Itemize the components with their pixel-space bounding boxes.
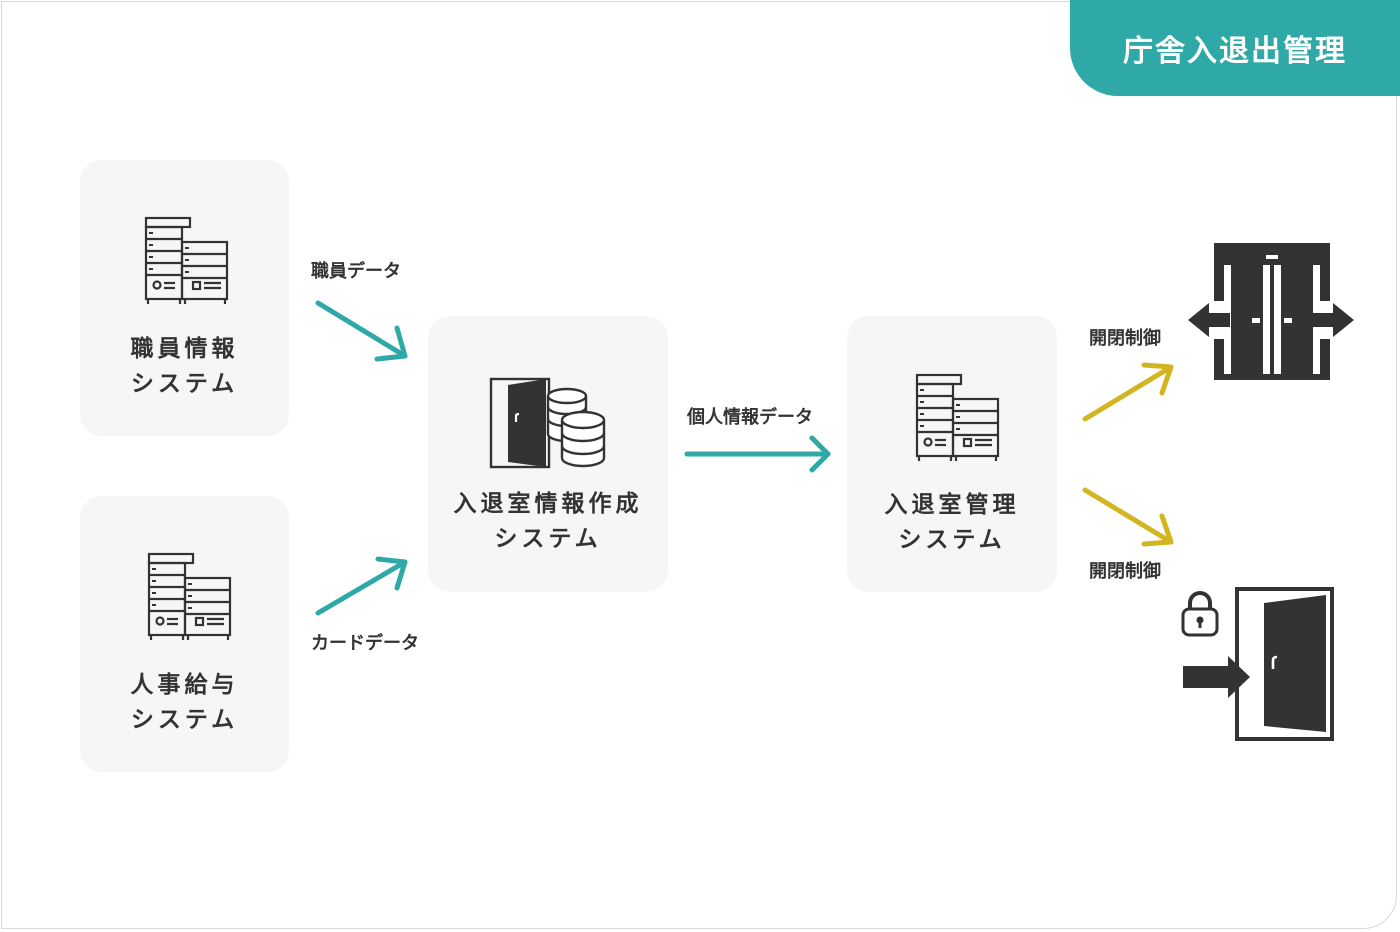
entry-door-icon [1183,587,1334,741]
node-label-line2: システム [898,527,1006,553]
node-access-info-creation-system: 入退室情報作成 システム [428,316,668,592]
flow-label-card-data: カードデータ [311,633,419,654]
entry-arrow-icon [1183,656,1250,698]
node-hr-payroll-system: 人事給与 システム [80,496,289,772]
server-icon [144,216,229,304]
node-label-line2: システム [494,526,602,552]
node-label: 入退室情報作成 システム [428,487,668,557]
flow-label-staff-data: 職員データ [311,261,401,282]
node-label-line1: 入退室情報作成 [453,491,643,517]
flow-label-control-upper: 開閉制御 [1089,328,1161,349]
node-label-line1: 職員情報 [130,336,239,362]
node-label-line1: 人事給与 [130,672,239,698]
node-access-management-system: 入退室管理 システム [847,316,1057,592]
node-label: 入退室管理 システム [847,488,1057,558]
node-staff-info-system: 職員情報 システム [80,160,289,436]
node-label-line2: システム [130,707,239,733]
title-tab: 庁舎入退出管理 [1070,0,1400,96]
arrow-hr-to-creation [315,556,408,616]
padlock-icon [1181,591,1219,637]
node-label: 人事給与 システム [80,668,289,738]
server-icon [147,552,232,640]
server-icon [915,373,1000,461]
node-label: 職員情報 システム [80,332,289,402]
node-label-line2: システム [130,371,239,397]
sliding-door-icon [1186,243,1356,380]
arrow-staff-to-creation [315,300,408,362]
node-label-line1: 入退室管理 [884,492,1020,518]
arrow-management-to-entry-door [1082,487,1174,547]
arrow-creation-to-management [684,435,831,473]
flow-label-control-lower: 開閉制御 [1089,561,1161,582]
door-database-icon [489,377,606,469]
arrow-management-to-sliding-door [1082,362,1174,422]
flow-label-personal-data: 個人情報データ [687,407,813,428]
